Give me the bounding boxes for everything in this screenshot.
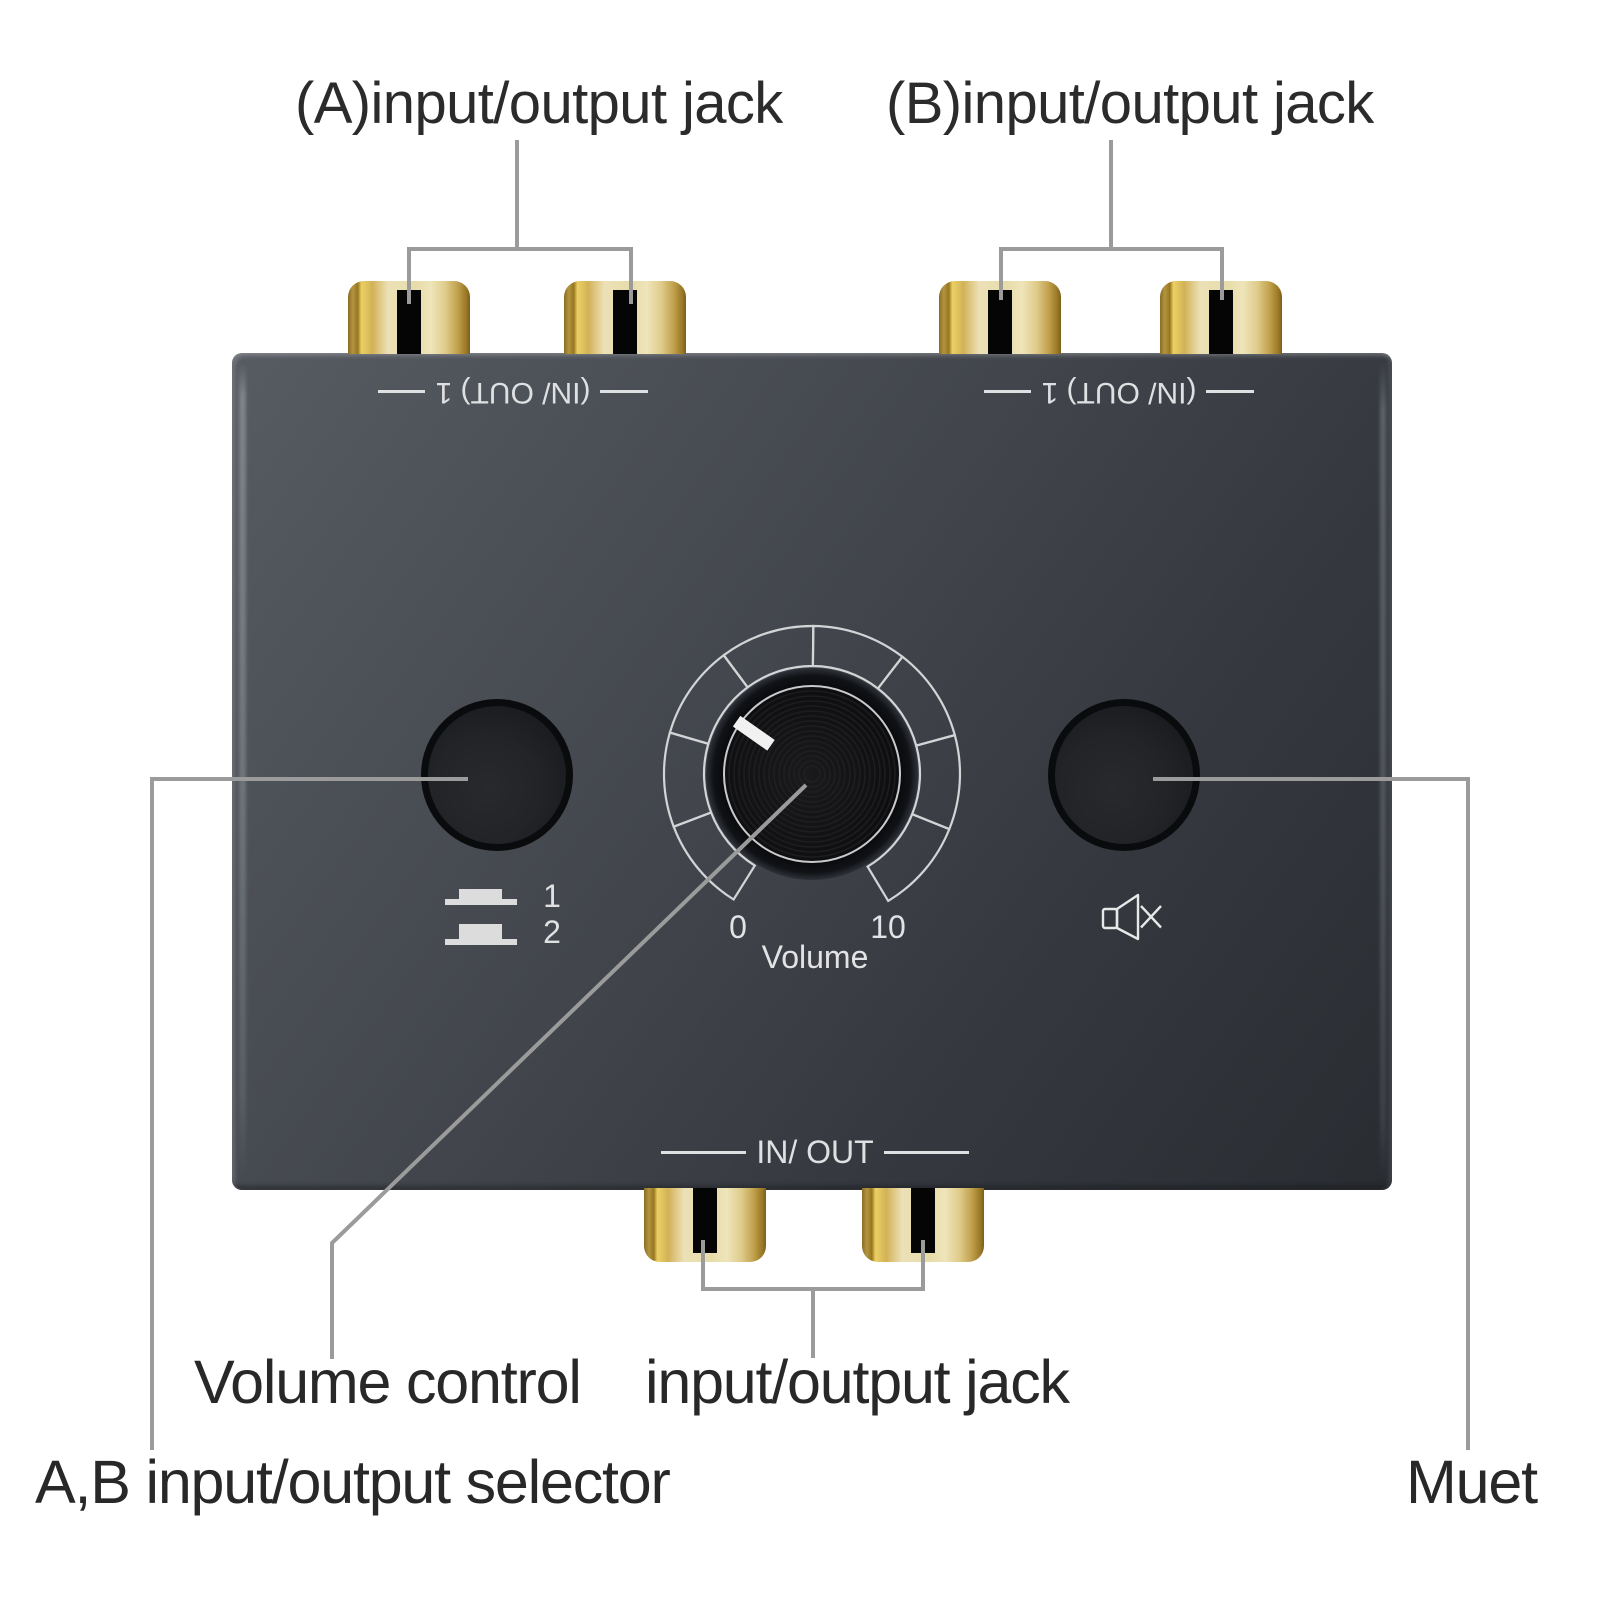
svg-text:0: 0 xyxy=(729,909,747,945)
svg-text:10: 10 xyxy=(870,909,906,945)
svg-text:Volume: Volume xyxy=(762,939,869,975)
svg-text:1: 1 xyxy=(543,878,561,914)
svg-text:2: 2 xyxy=(543,914,561,950)
